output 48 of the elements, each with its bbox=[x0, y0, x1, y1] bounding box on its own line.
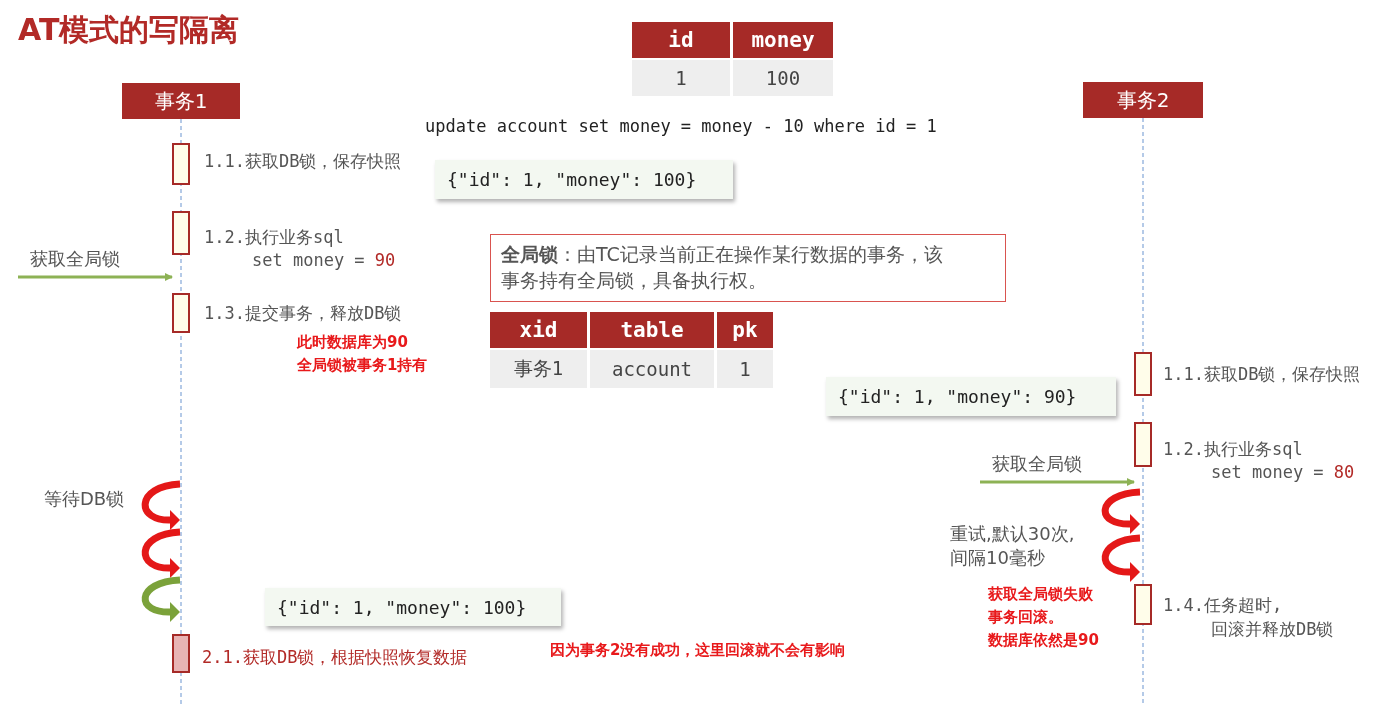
table-cell: account bbox=[590, 350, 714, 388]
note-text: 因为事务2没有成功，这里回滚就不会有影响 bbox=[550, 641, 846, 660]
activation-bar bbox=[172, 143, 190, 185]
table-cell: 事务1 bbox=[490, 350, 587, 388]
snapshot-box: {"id": 1, "money": 100} bbox=[265, 588, 561, 626]
table-header-cell: pk bbox=[717, 312, 773, 348]
step-text: 回滚并释放DB锁 bbox=[1211, 618, 1334, 641]
arrow bbox=[980, 478, 1135, 486]
step-text: set money = 80 bbox=[1211, 462, 1355, 482]
annotation-text: 重试,默认30次, bbox=[950, 522, 1075, 546]
note-text: 此时数据库为90 bbox=[297, 333, 408, 352]
note-text: 事务回滚。 bbox=[988, 608, 1063, 627]
table-cell: 1 bbox=[632, 60, 730, 96]
snapshot-box: {"id": 1, "money": 90} bbox=[826, 377, 1116, 416]
activation-bar bbox=[172, 293, 190, 333]
snapshot-box: {"id": 1, "money": 100} bbox=[435, 160, 733, 199]
activation-bar bbox=[172, 634, 190, 673]
lifeline-header: 事务2 bbox=[1083, 82, 1203, 118]
step-text: set money = 90 bbox=[252, 250, 396, 270]
step-text: 1.4.任务超时, bbox=[1163, 594, 1283, 617]
edge-label: 获取全局锁 bbox=[992, 452, 1082, 476]
table-cell: 100 bbox=[733, 60, 833, 96]
step-text: 2.1.获取DB锁，根据快照恢复数据 bbox=[202, 646, 468, 669]
activation-bar bbox=[1134, 352, 1152, 396]
table-header-cell: table bbox=[590, 312, 714, 348]
edge-label: 获取全局锁 bbox=[30, 247, 120, 271]
arrow bbox=[18, 273, 173, 281]
step-text: 1.1.获取DB锁，保存快照 bbox=[1163, 363, 1361, 386]
note-box: 全局锁：由TC记录当前正在操作某行数据的事务，该事务持有全局锁，具备执行权。 bbox=[490, 234, 1006, 302]
title: AT模式的写隔离 bbox=[18, 11, 240, 49]
table-cell: 1 bbox=[717, 350, 773, 388]
annotation-text: 等待DB锁 bbox=[44, 487, 125, 511]
step-text: 1.2.执行业务sql bbox=[1163, 438, 1303, 461]
sql-statement: update account set money = money - 10 where id = 1 bbox=[425, 116, 937, 136]
note-text: 获取全局锁失败 bbox=[988, 585, 1093, 604]
note-text: 数据库依然是90 bbox=[988, 631, 1099, 650]
step-text: 1.1.获取DB锁，保存快照 bbox=[204, 150, 402, 173]
activation-bar bbox=[172, 211, 190, 255]
note-text: 全局锁被事务1持有 bbox=[297, 356, 428, 375]
activation-bar bbox=[1134, 584, 1152, 625]
table-header-cell: xid bbox=[490, 312, 587, 348]
step-text: 1.3.提交事务，释放DB锁 bbox=[204, 302, 402, 325]
step-text: 1.2.执行业务sql bbox=[204, 226, 344, 249]
table-header-cell: money bbox=[733, 22, 833, 58]
table-header-cell: id bbox=[632, 22, 730, 58]
lifeline-header: 事务1 bbox=[122, 83, 240, 119]
annotation-text: 间隔10毫秒 bbox=[950, 546, 1045, 570]
activation-bar bbox=[1134, 422, 1152, 467]
